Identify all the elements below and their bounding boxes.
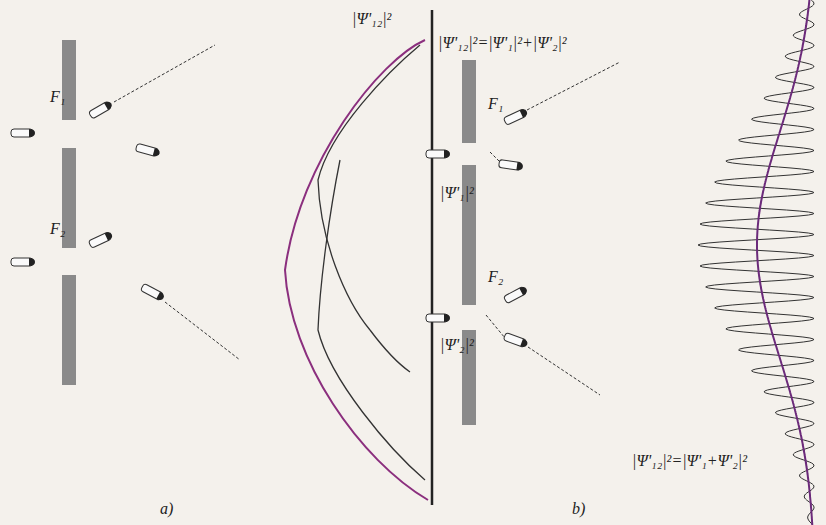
barrier (62, 40, 76, 120)
panel-label: b) (572, 500, 585, 518)
formula-label: |Ψ'₁₂|² (352, 10, 391, 28)
panel-label: a) (160, 500, 173, 518)
slit-label: F₁ (50, 88, 65, 106)
formula-label: |Ψ'₂|² (440, 336, 474, 354)
formula-label: |Ψ'₁|² (440, 184, 474, 202)
barrier (462, 60, 476, 143)
slit-label: F₁ (488, 95, 503, 113)
slit-label: F₂ (488, 268, 503, 286)
formula-label: |Ψ'₁₂|²=|Ψ'₁+Ψ'₂|² (632, 452, 747, 470)
barrier (62, 275, 76, 385)
slit-label: F₂ (50, 220, 65, 238)
formula-label: |Ψ'₁₂|²=|Ψ'₁|²+|Ψ'₂|² (438, 34, 567, 52)
